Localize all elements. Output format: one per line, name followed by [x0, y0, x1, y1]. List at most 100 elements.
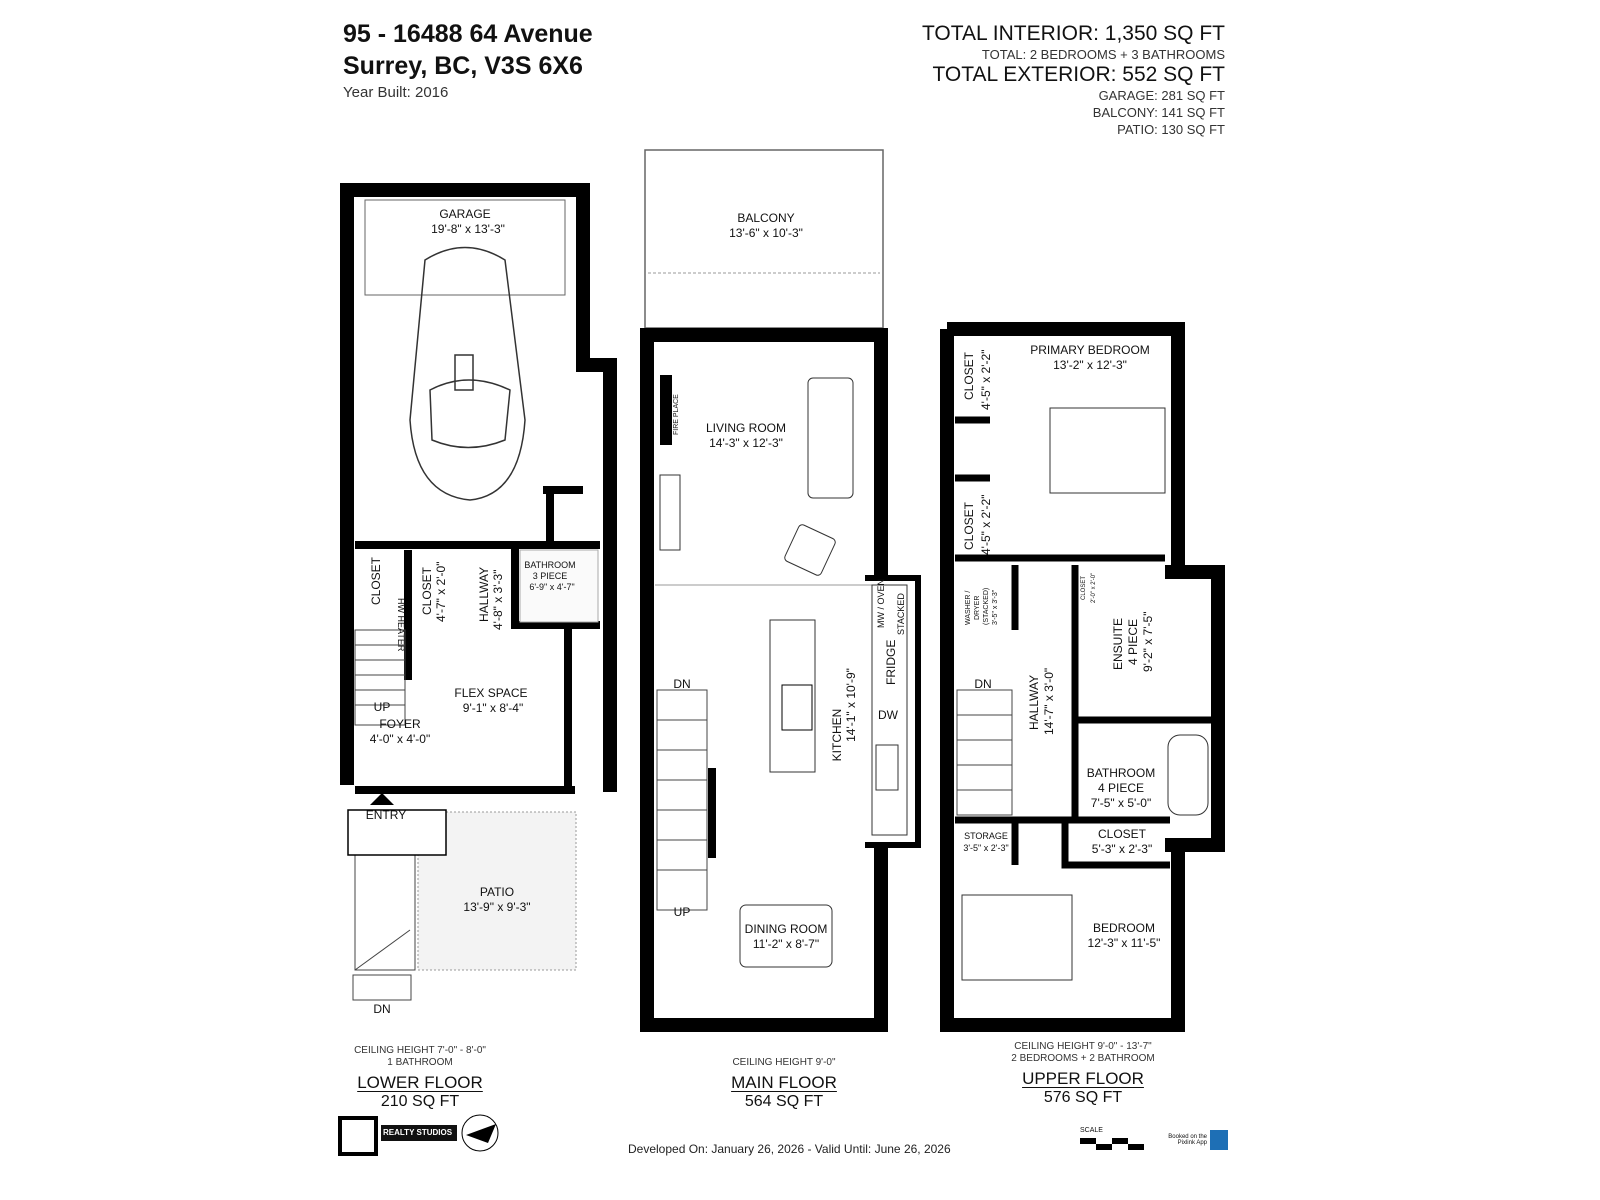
up-label: UP — [374, 700, 391, 714]
lower-floor-name: LOWER FLOOR — [357, 1073, 483, 1092]
main-stairs — [656, 689, 708, 911]
bathroom-label: BATHROOM — [1087, 766, 1155, 780]
upper-ceiling: CEILING HEIGHT 9'-0" - 13'-7" — [1014, 1041, 1152, 1052]
closet-b-dims: 4'-5" x 2'-2" — [979, 495, 993, 555]
dining-dims: 11'-2" x 8'-7" — [753, 937, 819, 951]
mw-oven-stacked: STACKED — [896, 593, 906, 635]
bedroom-bed — [961, 894, 1073, 981]
hallway-label: HALLWAY — [477, 567, 491, 622]
closet-a-dims: 4'-5" x 2'-2" — [979, 350, 993, 410]
fireplace — [660, 375, 672, 445]
garage-area: GARAGE: 281 SQ FT — [1098, 88, 1225, 103]
washer-dims: 3'-5" x 3'-3" — [992, 589, 999, 625]
lower-floor-plan: GARAGE 19'-8" x 13'-3" CLOSET HW HEATER … — [340, 183, 617, 1016]
total-exterior: TOTAL EXTERIOR: 552 SQ FT — [932, 63, 1225, 86]
upper-floor-name: UPPER FLOOR — [1022, 1069, 1144, 1088]
dryer-label: DRYER — [974, 596, 981, 620]
pixlink-icon — [1210, 1130, 1228, 1150]
patio-label: PATIO — [480, 885, 514, 899]
entry-label: ENTRY — [366, 808, 406, 822]
patio-area: PATIO: 130 SQ FT — [1117, 122, 1225, 137]
main-exterior-walls — [640, 328, 888, 1032]
hallway-dims: 14'-7" x 3'-0" — [1042, 668, 1056, 735]
pixlink-text: Booked on the Pixlink App — [1168, 1134, 1207, 1146]
kitchen-bump-walls — [865, 575, 921, 848]
dw-label: DW — [878, 708, 899, 722]
dining-table — [739, 904, 833, 968]
lower-interior-walls — [355, 486, 600, 794]
dn-label: DN — [673, 677, 690, 691]
upper-exterior-walls — [940, 322, 1185, 1032]
bathroom-dims: 7'-5" x 5'-0" — [1091, 796, 1151, 810]
upper-floor-plan: PRIMARY BEDROOM 13'-2" x 12'-3" CLOSET 4… — [940, 322, 1225, 1032]
sink-icon — [875, 744, 899, 791]
up-label: UP — [674, 905, 691, 919]
balcony-label: BALCONY — [737, 211, 794, 225]
fireplace-label: FIRE PLACE — [673, 394, 680, 435]
ensuite-type: 4 PIECE — [1126, 619, 1140, 665]
lower-ceiling: CEILING HEIGHT 7'-0" - 8'-0" — [354, 1045, 486, 1056]
developed-date: Developed On: January 26, 2026 - Valid U… — [628, 1142, 951, 1156]
storage-dims: 3'-5" x 2'-3" — [963, 843, 1008, 853]
tv-console — [659, 474, 681, 551]
bathroom-type: 3 PIECE — [533, 571, 568, 581]
washer-label: WASHER / — [965, 591, 972, 625]
address-line-2: Surrey, BC, V3S 6X6 — [343, 52, 583, 80]
year-built: Year Built: 2016 — [343, 84, 449, 101]
living-label: LIVING ROOM — [706, 421, 786, 435]
garage-label: GARAGE — [439, 207, 490, 221]
foyer-dims: 4'-0" x 4'-0" — [370, 732, 430, 746]
bathroom-type: 4 PIECE — [1098, 781, 1144, 795]
kitchen-dims: 14'-1" x 10'-9" — [844, 668, 858, 742]
closet-c-dims: 5'-3" x 2'-3" — [1092, 842, 1152, 856]
main-floor-name: MAIN FLOOR — [731, 1073, 837, 1092]
entry-box — [347, 809, 447, 856]
bedroom-dims: 12'-3" x 11'-5" — [1088, 936, 1161, 950]
property-header: 95 - 16488 64 Avenue Surrey, BC, V3S 6X6… — [343, 18, 593, 101]
bathroom-dims: 6'-9" x 4'-7" — [529, 582, 574, 592]
closet-a-label: CLOSET — [962, 351, 976, 400]
main-ceiling: CEILING HEIGHT 9'-0" — [732, 1057, 836, 1068]
balcony-outline — [644, 149, 884, 329]
ensuite-label: ENSUITE — [1111, 618, 1125, 670]
foyer-label: FOYER — [379, 717, 421, 731]
fridge-label: FRIDGE — [884, 640, 898, 685]
main-floor-caption: CEILING HEIGHT 9'-0" MAIN FLOOR 564 SQ F… — [664, 1057, 904, 1111]
lower-floor-area: 210 SQ FT — [380, 1093, 460, 1110]
qr-code — [338, 1116, 378, 1156]
patio-dims: 13'-9" x 9'-3" — [463, 900, 530, 914]
upper-summary: 2 BEDROOMS + 2 BATHROOM — [1011, 1053, 1155, 1064]
flex-label: FLEX SPACE — [454, 686, 527, 700]
dining-label: DINING ROOM — [745, 922, 828, 936]
scale-bar — [1080, 1138, 1144, 1150]
area-summary: TOTAL INTERIOR: 1,350 SQ FT TOTAL: 2 BED… — [922, 22, 1225, 138]
closet-b-label: CLOSET — [962, 501, 976, 550]
hallway-label: HALLWAY — [1027, 675, 1041, 730]
bathroom-tile — [519, 549, 599, 623]
balcony-dims: 13'-6" x 10'-3" — [729, 226, 803, 240]
lower-floor-caption: CEILING HEIGHT 7'-0" - 8'-0" 1 BATHROOM … — [300, 1045, 540, 1111]
closet2-dims: 4'-7" x 2'-0" — [434, 562, 448, 622]
upper-stairs — [956, 689, 1013, 816]
mw-oven-label: MW / OVEN — [876, 579, 886, 628]
small-closet-label: CLOSET — [1081, 576, 1087, 600]
sofa — [807, 377, 854, 499]
bathtub-icon — [1167, 734, 1209, 816]
bathroom-label: BATHROOM — [524, 560, 575, 570]
garage-parking-zone — [364, 199, 566, 296]
primary-label: PRIMARY BEDROOM — [1030, 343, 1150, 357]
car-icon — [409, 246, 526, 501]
upper-interior-walls — [955, 416, 1215, 869]
closet-label: CLOSET — [369, 556, 383, 605]
main-floor-plan: BALCONY 13'-6" x 10'-3" LIVING ROOM 14'-… — [640, 149, 921, 1032]
brand-text: REALTY STUDIOS — [383, 1128, 453, 1137]
hallway-dims: 4'-8" x 3'-3" — [491, 570, 505, 630]
kitchen-label: KITCHEN — [830, 709, 844, 762]
closet-c-label: CLOSET — [1098, 827, 1147, 841]
stacked-label: (STACKED) — [983, 588, 990, 625]
realty-studios-logo — [381, 1125, 457, 1141]
closet2-label: CLOSET — [420, 566, 434, 615]
lower-summary: 1 BATHROOM — [387, 1057, 453, 1068]
upper-floor-caption: CEILING HEIGHT 9'-0" - 13'-7" 2 BEDROOMS… — [963, 1041, 1203, 1107]
